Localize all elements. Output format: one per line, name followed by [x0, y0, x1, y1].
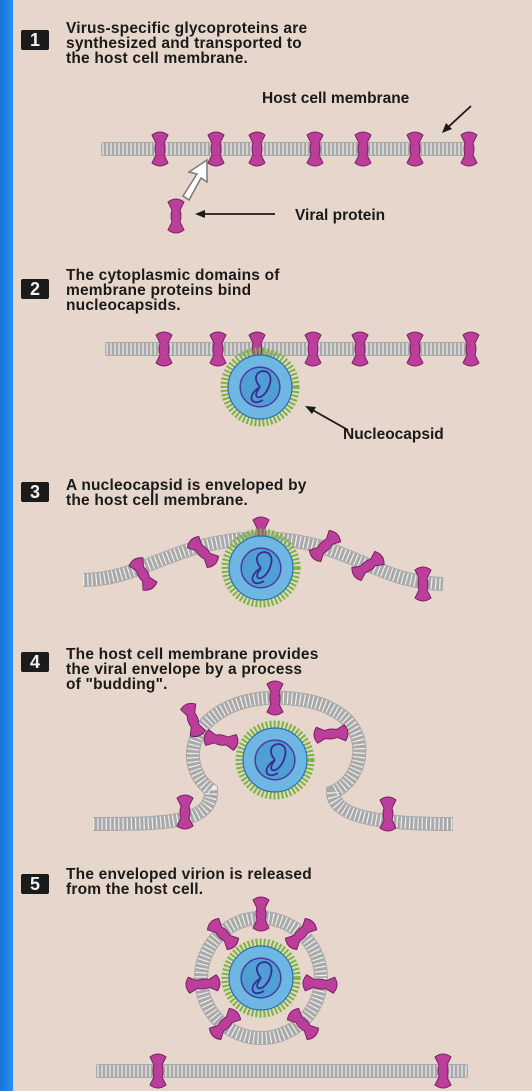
step-3-text: A nucleocapsid is enveloped by the host … — [66, 478, 526, 508]
free-viral-protein — [168, 199, 184, 233]
step-4-text: The host cell membrane provides the vira… — [66, 647, 526, 692]
step-3-figure — [13, 510, 532, 620]
glycoprotein — [313, 725, 348, 744]
diagram-panel: 1 Virus-specific glycoproteins are synth… — [13, 0, 532, 1091]
step-2-text: The cytoplasmic domains of membrane prot… — [66, 268, 526, 313]
step-2-figure — [13, 320, 532, 450]
step-5-text: The enveloped virion is released from th… — [66, 867, 526, 897]
nucleocapsid — [225, 942, 297, 1014]
nucleocapsid — [239, 724, 311, 796]
nucleocapsid — [225, 532, 297, 604]
nucleocapsid-pointer — [305, 406, 348, 430]
step-3-number: 3 — [21, 482, 49, 502]
membrane-pointer — [442, 106, 471, 133]
step-1-figure — [13, 100, 532, 240]
step-5-figure — [13, 900, 532, 1091]
step-4-number: 4 — [21, 652, 49, 672]
step-2-number: 2 — [21, 279, 49, 299]
step-5-number: 5 — [21, 874, 49, 894]
viral-protein-pointer — [195, 210, 275, 218]
step-4-figure — [13, 690, 532, 840]
step-1-text: Virus-specific glycoproteins are synthes… — [66, 21, 526, 66]
host-membrane-after-release — [96, 1064, 468, 1078]
transport-arrow — [183, 160, 207, 200]
step-1-number: 1 — [21, 30, 49, 50]
glycoprotein — [203, 729, 239, 751]
nucleocapsid — [224, 351, 296, 423]
